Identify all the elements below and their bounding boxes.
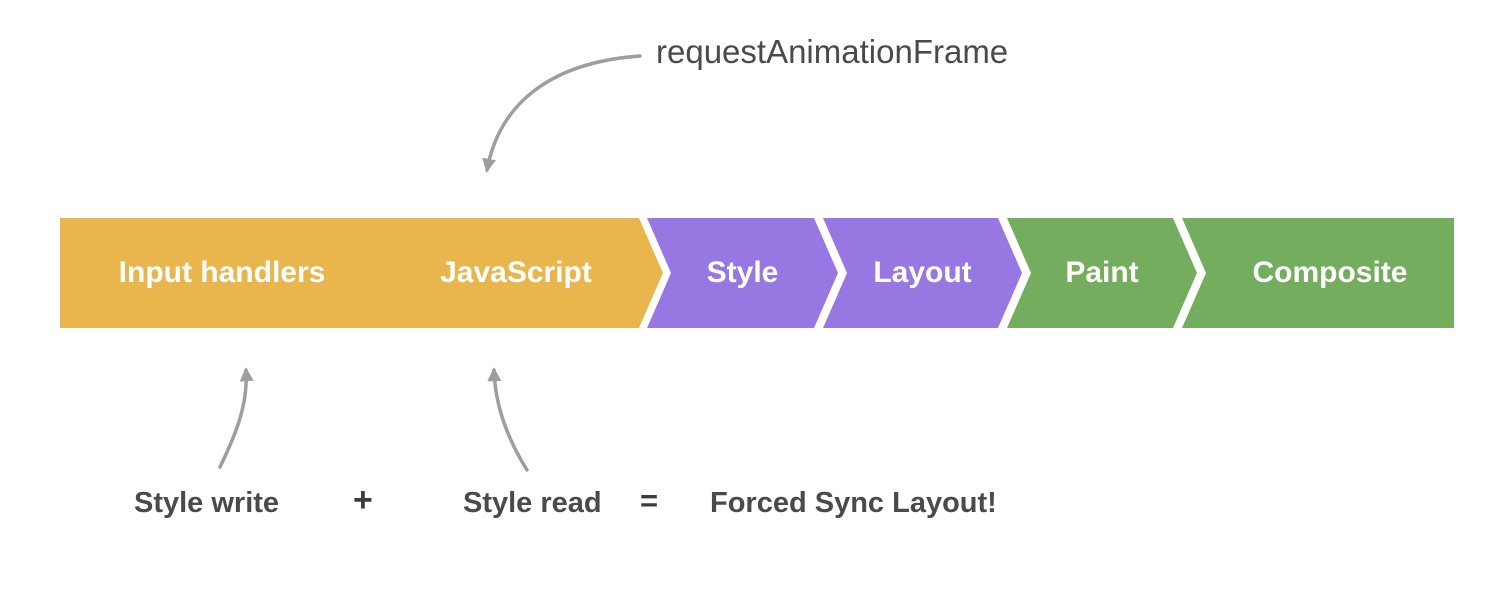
- segment-label: Composite: [1252, 256, 1408, 289]
- segment-paint: Paint: [1007, 218, 1197, 328]
- forced-sync-layout-label: Forced Sync Layout!: [710, 487, 997, 519]
- segment-label: Style: [706, 256, 779, 289]
- style-write-label: Style write: [134, 487, 280, 519]
- segment-style: Style: [647, 218, 838, 328]
- pipeline-bar: Input handlers JavaScript Style Layout P…: [0, 218, 1496, 328]
- segment-label: Layout: [873, 256, 972, 289]
- raf-label: requestAnimationFrame: [656, 33, 1009, 70]
- segment-layout: Layout: [823, 218, 1022, 328]
- segment-composite: Composite: [1182, 218, 1454, 328]
- style-read-arrow-icon: [487, 367, 529, 472]
- raf-curved-arrow-icon: [482, 54, 642, 173]
- plus-sign: +: [353, 481, 373, 519]
- segment-input-handlers: Input handlers: [60, 218, 408, 328]
- segment-label: Paint: [1065, 256, 1139, 289]
- segment-label: JavaScript: [440, 256, 592, 289]
- style-write-arrow-icon: [218, 367, 254, 469]
- segment-javascript: JavaScript: [369, 218, 663, 328]
- equals-sign: =: [640, 483, 659, 518]
- segment-label: Input handlers: [118, 256, 326, 289]
- style-read-label: Style read: [463, 487, 602, 519]
